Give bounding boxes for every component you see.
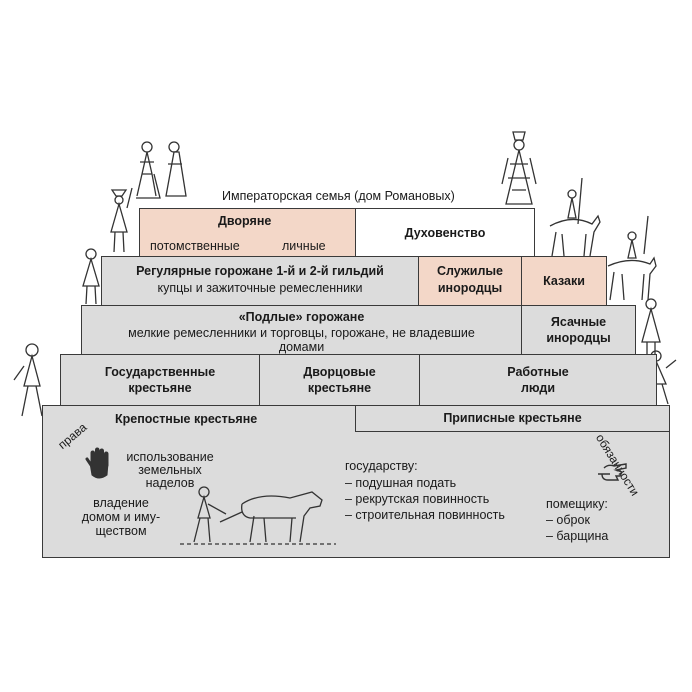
nobles-couple-illustration (136, 141, 187, 199)
peasant-illustration (13, 343, 43, 417)
townsman-illustration (82, 248, 100, 305)
low-townspeople-sub2: домами (278, 340, 325, 354)
yasak-natives-box (521, 305, 636, 355)
right-home-2: домом и иму- (81, 510, 161, 524)
right-home-1: владение (93, 496, 149, 510)
assigned-peasants-box (355, 405, 670, 432)
right-land-2: земельных (138, 463, 202, 477)
cossacks-label: Казаки (543, 274, 585, 288)
soldier-illustration (110, 187, 133, 253)
low-townspeople-title: «Подлые» горожане (238, 310, 365, 324)
workers-l1: Работные (507, 365, 569, 379)
regular-townspeople-title: Регулярные горожане 1-й и 2-й гильдий (136, 264, 384, 278)
right-land-1: использование (126, 450, 214, 464)
state-duty-3: – строительная повинность (345, 508, 505, 522)
rider-illustration (607, 215, 657, 301)
workers-box (419, 354, 657, 406)
imperial-family-caption: Императорская семья (дом Романовых) (222, 189, 455, 203)
yasak-natives-l1: Ясачные (550, 315, 607, 329)
low-townspeople-sub1: мелкие ремесленники и торговцы, горожане… (128, 326, 475, 340)
palace-peasants-box (259, 354, 420, 406)
nobility-personal: личные (282, 239, 326, 253)
yasak-natives-l2: инородцы (546, 331, 611, 345)
landlord-duty-2: – барщина (546, 529, 609, 543)
clergy-label: Духовенство (404, 226, 486, 240)
nobility-title: Дворяне (218, 214, 272, 228)
state-duty-1: – подушная подать (345, 476, 457, 490)
landlord-duties-title: помещику: (546, 497, 608, 511)
state-duties-title: государству: (345, 459, 418, 473)
native-man-illustration (641, 298, 661, 354)
landlord-duty-1: – оброк (546, 513, 590, 527)
palace-peasants-l1: Дворцовые (303, 365, 376, 379)
state-peasants-l2: крестьяне (128, 381, 192, 395)
ploughing-peasant-illustration (180, 486, 336, 545)
pointing-hand-icon (598, 463, 627, 481)
assigned-peasants-title: Приписные крестьяне (443, 411, 582, 425)
service-natives-l2: инородцы (437, 281, 503, 295)
nobility-hereditary: потомственные (150, 239, 240, 253)
serfs-title: Крепостные крестьяне (115, 412, 258, 426)
right-home-3: ществом (95, 524, 147, 538)
state-peasants-l1: Государственные (104, 365, 216, 379)
nobility-box (139, 208, 357, 257)
regular-townspeople-sub: купцы и зажиточные ремесленники (157, 281, 363, 295)
workers-l2: люди (520, 381, 556, 395)
service-natives-l1: Служилые (436, 264, 504, 278)
monarch-illustration (501, 131, 537, 205)
clergy-box (355, 208, 535, 257)
palace-peasants-l2: крестьяне (307, 381, 372, 395)
right-land-3: наделов (145, 476, 195, 490)
state-duty-2: – рекрутская повинность (345, 492, 490, 506)
raised-hand-icon (85, 447, 109, 479)
state-peasants-box (60, 354, 260, 406)
cossack-horseman-illustration (549, 177, 601, 257)
